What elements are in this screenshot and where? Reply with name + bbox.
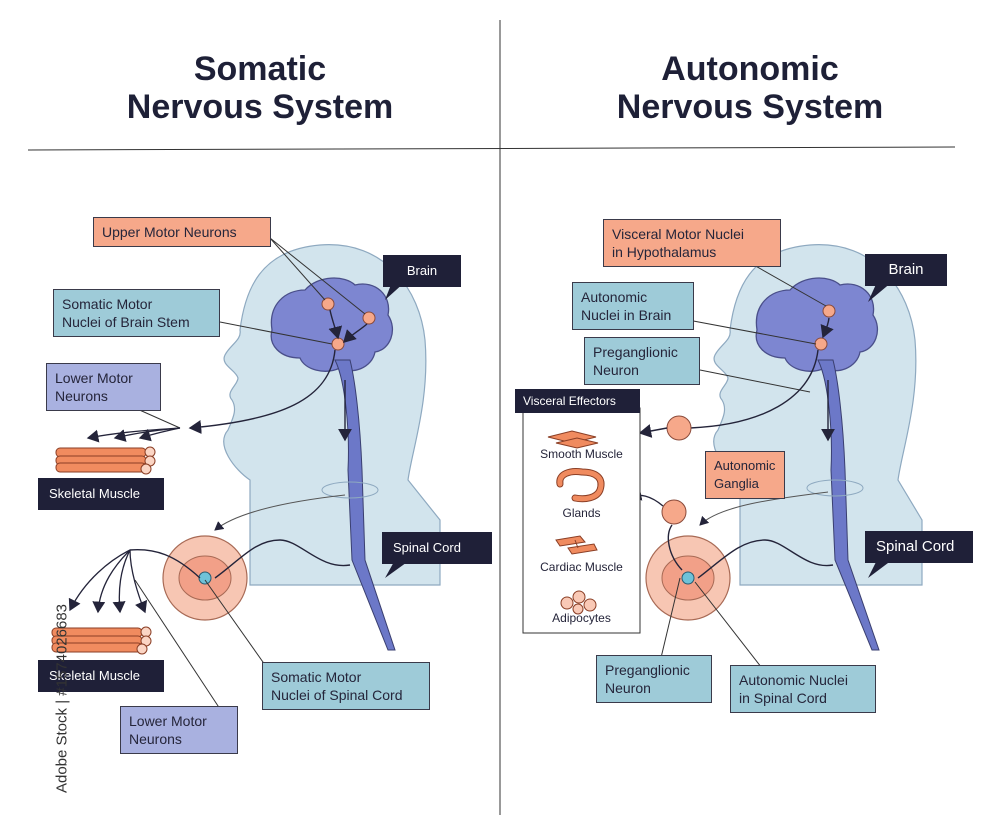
- preganglionic-neuron-top-label: Preganglionic Neuron: [584, 337, 700, 385]
- visceral-motor-nuclei-label: Visceral Motor Nuclei in Hypothalamus: [603, 219, 781, 267]
- autonomic-title: Autonomic Nervous System: [616, 50, 884, 126]
- visceral-motor-node: [822, 304, 836, 318]
- somatic-spinal-cross-section: [162, 535, 248, 621]
- autonomic-ganglia-label: Autonomic Ganglia: [705, 451, 785, 499]
- somatic-motor-nuclei-spinal-cord-label: Somatic Motor Nuclei of Spinal Cord: [262, 662, 430, 710]
- autonomic-neck-ring: [806, 479, 864, 497]
- smooth-muscle-icon: [547, 430, 599, 449]
- skeletal-muscle-bottom-label: Skeletal Muscle: [38, 660, 164, 692]
- skeletal-muscle-top-icon: [55, 446, 156, 475]
- autonomic-nuclei-spinal-cord-label: Autonomic Nuclei in Spinal Cord: [730, 665, 876, 713]
- somatic-title: Somatic Nervous System: [126, 50, 394, 126]
- autonomic-nuclei-brain-label: Autonomic Nuclei in Brain: [572, 282, 694, 330]
- stock-watermark: Adobe Stock | #1574026683: [53, 603, 71, 794]
- cardiac-muscle-label: Cardiac Muscle: [540, 560, 623, 574]
- somatic-neck-ring: [321, 481, 379, 499]
- cardiac-muscle-icon: [555, 535, 598, 555]
- horizontal-divider: [27, 146, 956, 151]
- somatic-spinal-cord-label: Spinal Cord: [382, 532, 492, 564]
- autonomic-spinal-cord-label: Spinal Cord: [865, 531, 973, 563]
- adipocytes-label: Adipocytes: [552, 611, 611, 625]
- skeletal-muscle-top-label: Skeletal Muscle: [38, 478, 164, 510]
- upper-motor-neurons-label: Upper Motor Neurons: [93, 217, 271, 247]
- somatic-brain-label: Brain: [383, 255, 461, 287]
- somatic-upper-neuron-node-1: [321, 297, 335, 311]
- autonomic-brain-node: [814, 337, 828, 351]
- glands-label: Glands: [562, 506, 601, 520]
- autonomic-ganglion-top: [666, 415, 692, 441]
- lower-motor-neurons-top-label: Lower Motor Neurons: [46, 363, 161, 411]
- lower-motor-neurons-bottom-label: Lower Motor Neurons: [120, 706, 238, 754]
- autonomic-ganglion-bottom: [661, 499, 687, 525]
- somatic-upper-neuron-node-2: [362, 311, 376, 325]
- somatic-brainstem-node: [331, 337, 345, 351]
- autonomic-brain-icon: [755, 277, 878, 372]
- visceral-effectors-header: Visceral Effectors: [515, 389, 640, 413]
- preganglionic-neuron-bottom-label: Preganglionic Neuron: [596, 655, 712, 703]
- autonomic-brain-label: Brain: [865, 254, 947, 286]
- smooth-muscle-label: Smooth Muscle: [540, 447, 623, 461]
- somatic-brain-icon: [270, 277, 393, 372]
- autonomic-spinal-cross-section: [645, 535, 731, 621]
- somatic-motor-nuclei-brain-stem-label: Somatic Motor Nuclei of Brain Stem: [53, 289, 220, 337]
- adipocytes-icon: [560, 590, 597, 615]
- skeletal-muscle-bottom-icon: [51, 626, 152, 655]
